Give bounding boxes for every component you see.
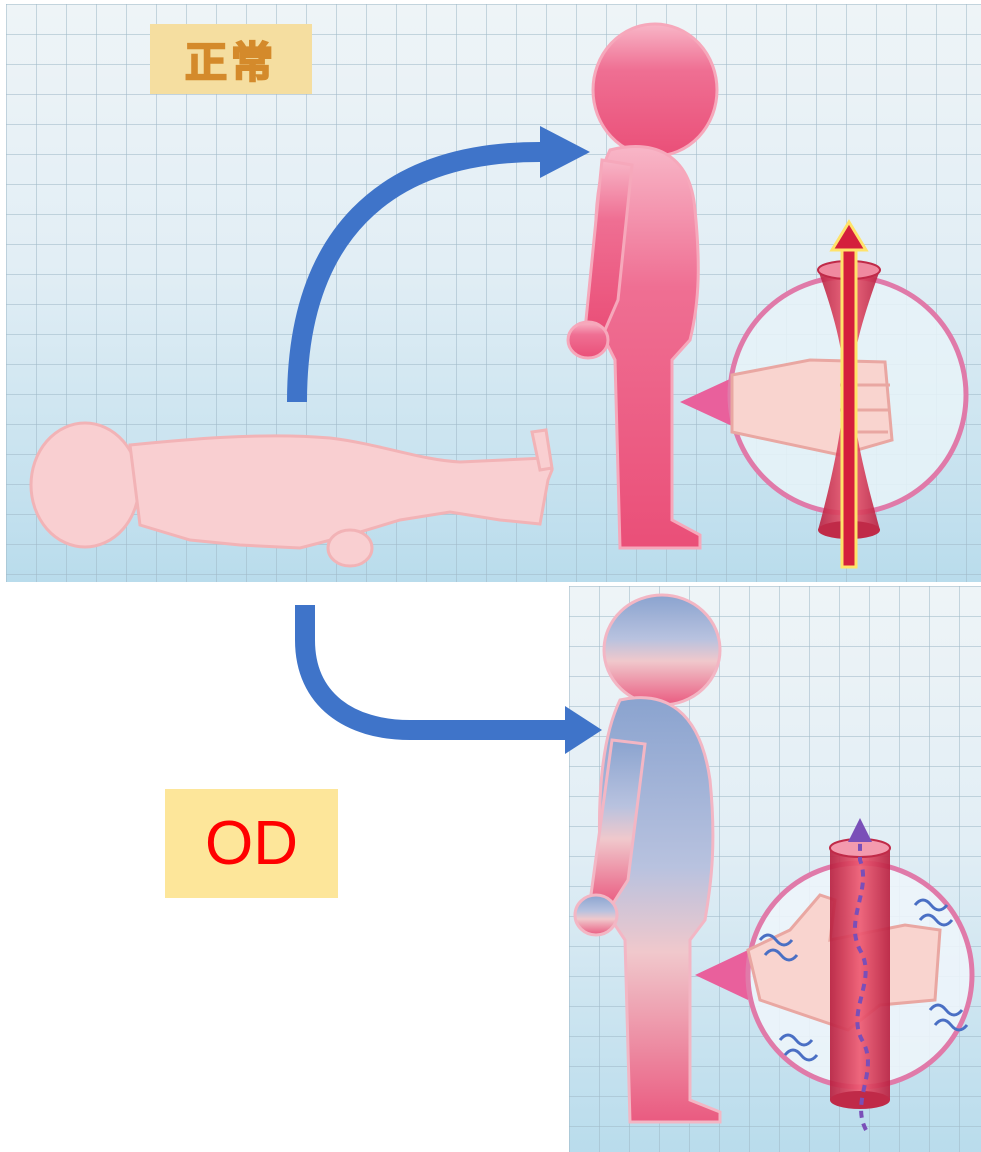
transition-arrow-normal: [297, 126, 590, 402]
standing-figure-normal: [568, 24, 717, 548]
blood-vessel-icon: [830, 839, 890, 1109]
zoom-circle-od: [695, 830, 972, 1130]
transition-arrow-od: [305, 605, 602, 754]
standing-figure-od: [575, 595, 720, 1122]
zoom-circle-normal: [680, 222, 966, 567]
lying-figure: [31, 423, 552, 566]
